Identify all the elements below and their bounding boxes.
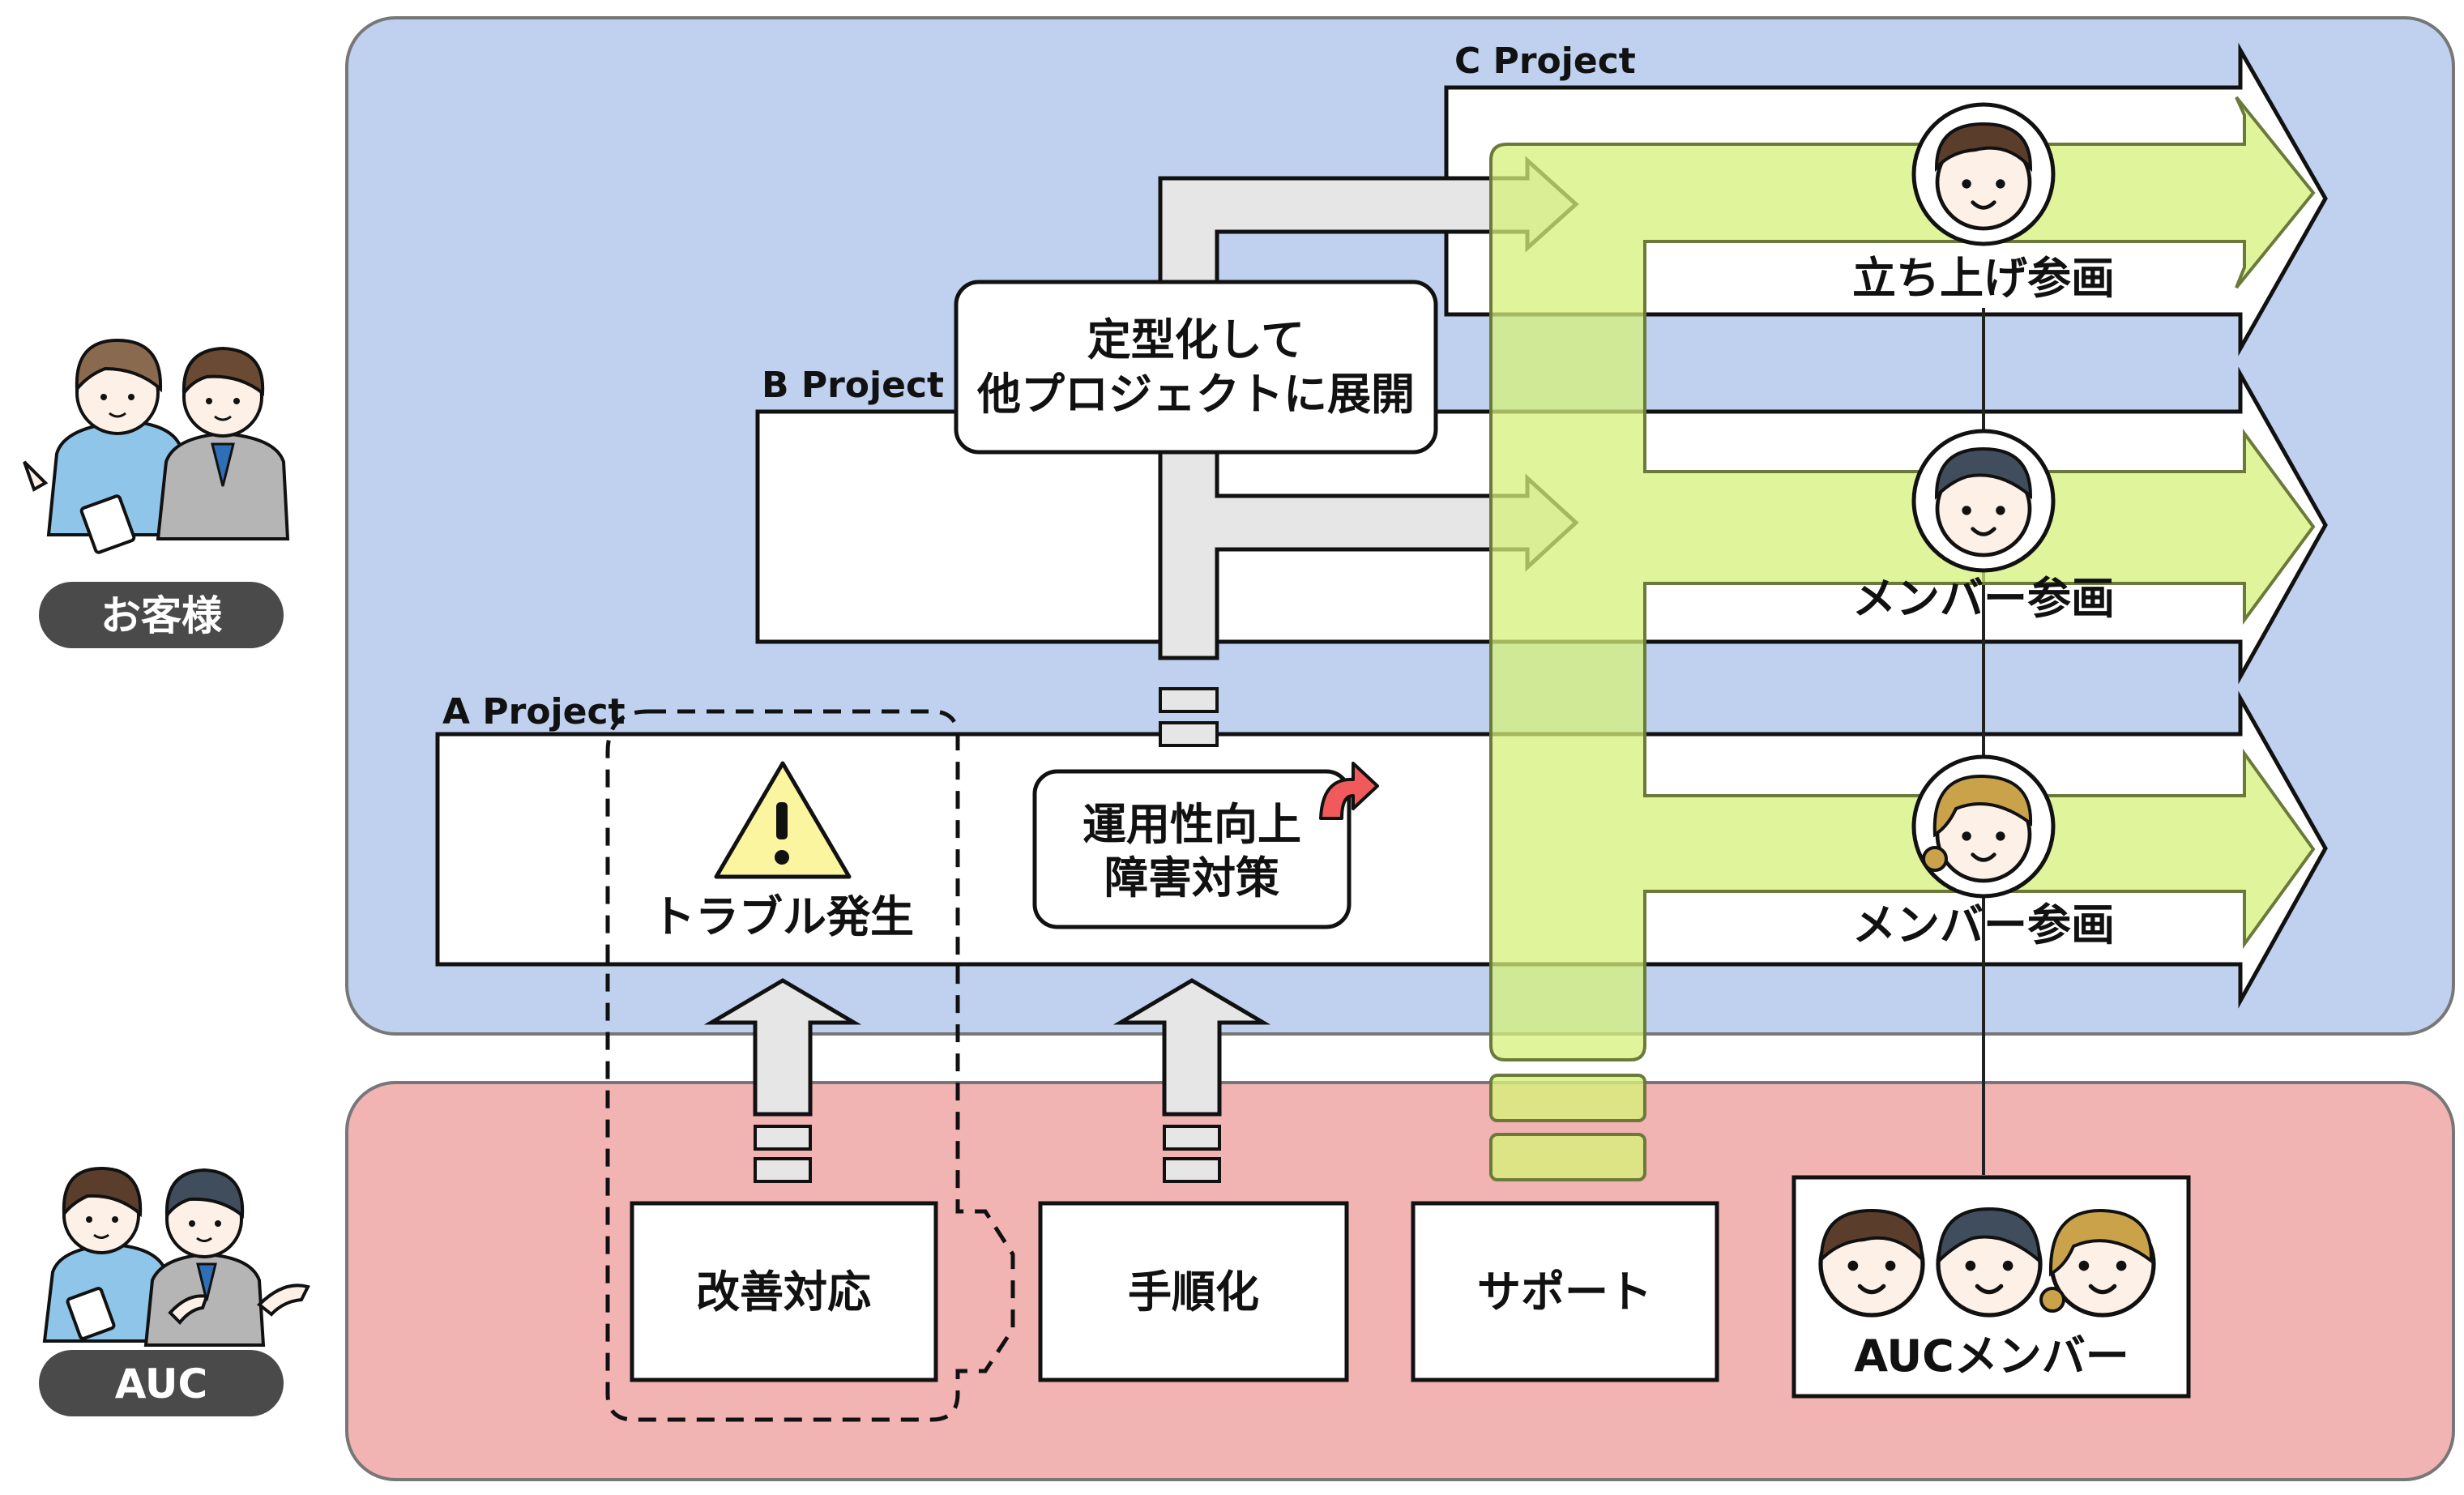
branch-arrow-tail-1 <box>1159 687 1219 713</box>
branch-arrow-tail-2 <box>1159 721 1219 747</box>
auc-label: AUC <box>115 1360 207 1407</box>
improve-up-arrow <box>703 978 862 1117</box>
auc-member-avatar-3 <box>2039 1208 2154 1315</box>
a-project-arrow <box>435 690 2328 1009</box>
procedure-arrow-tail-2 <box>1163 1157 1221 1183</box>
customer-label-pill <box>39 582 284 648</box>
procedure-up-arrow <box>1112 978 1271 1117</box>
member1-role-label: メンバー参画 <box>1852 573 2115 624</box>
launch-member-avatar <box>1911 102 2056 246</box>
standardize-line1: 定型化して <box>1087 314 1305 365</box>
standardize-callout <box>954 280 1438 455</box>
auc-label-pill <box>39 1350 284 1416</box>
c-project-label: C Project <box>1454 41 1636 82</box>
launch-role-label: 立ち上げ参画 <box>1852 253 2115 304</box>
redo-arrow-icon <box>1319 762 1379 820</box>
ops-line1: 運用性向上 <box>1083 799 1301 850</box>
support-box <box>1411 1201 1719 1382</box>
procedure-arrow-tail-1 <box>1163 1125 1221 1151</box>
procedure-box <box>1038 1201 1349 1382</box>
member1-avatar <box>1911 429 2056 573</box>
support-label: サポート <box>1477 1266 1652 1318</box>
member2-avatar <box>1911 754 2056 899</box>
support-green-band <box>1489 96 2316 1061</box>
ops-line2: 障害対策 <box>1104 852 1279 903</box>
warning-icon <box>714 761 852 879</box>
improvement-flow-dashed-outline <box>605 709 1015 1422</box>
ops-callout <box>1032 769 1352 929</box>
improve-box <box>630 1201 938 1382</box>
improve-arrow-tail-2 <box>754 1157 812 1183</box>
customer-people-illustration <box>23 338 290 554</box>
support-tail-2 <box>1489 1133 1646 1181</box>
support-tail-1 <box>1489 1074 1646 1122</box>
customer-label: お客様 <box>100 592 223 639</box>
auc-members-label: AUCメンバー <box>1854 1331 2129 1382</box>
improve-arrow-tail-1 <box>754 1125 812 1151</box>
procedure-label: 手順化 <box>1128 1266 1259 1318</box>
member2-role-label: メンバー参画 <box>1852 899 2115 950</box>
standardize-line2: 他プロジェクトに展開 <box>976 369 1415 420</box>
trouble-label: トラブル発生 <box>651 891 914 942</box>
b-project-label: B Project <box>762 365 944 406</box>
auc-member-avatar-2 <box>1938 1207 2040 1315</box>
auc-people-illustration <box>42 1166 310 1347</box>
a-project-label: A Project <box>442 691 626 733</box>
improve-label: 改善対応 <box>696 1266 871 1318</box>
auc-member-avatar-1 <box>1821 1208 1923 1315</box>
